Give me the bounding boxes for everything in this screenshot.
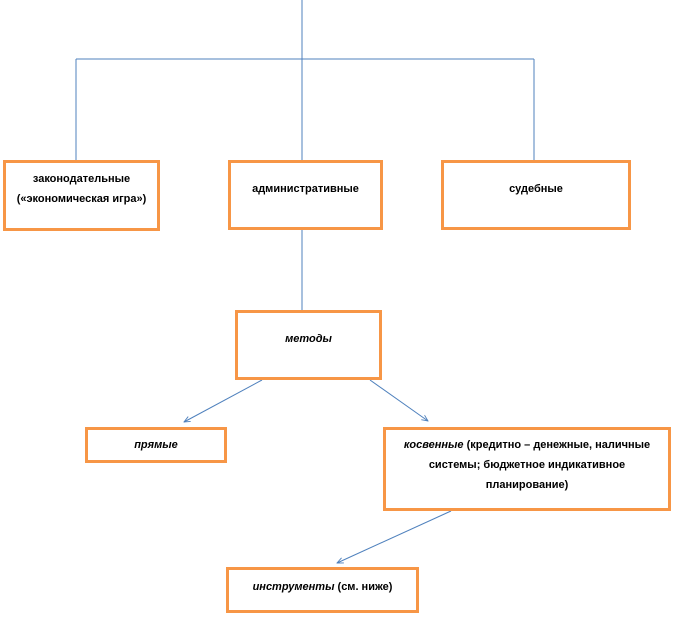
arrow-methods-to-direct xyxy=(184,379,263,422)
indirect-methods-box: косвенные (кредитно – денежные, наличные… xyxy=(383,427,671,511)
direct-methods-label: прямые xyxy=(134,439,178,451)
legislative-box: законодательные («экономическая игра») xyxy=(3,160,160,231)
instruments-box: инструменты (см. ниже) xyxy=(226,567,419,613)
direct-methods-box: прямые xyxy=(85,427,227,463)
indirect-methods-text: косвенные (кредитно – денежные, наличные… xyxy=(398,435,656,495)
administrative-box: административные xyxy=(228,160,383,230)
instruments-note: (см. ниже) xyxy=(334,581,393,593)
arrow-methods-to-indirect xyxy=(369,379,428,421)
judicial-label: судебные xyxy=(509,183,563,195)
instruments-label: инструменты xyxy=(252,581,335,593)
judicial-box: судебные xyxy=(441,160,631,230)
instruments-text: инструменты (см. ниже) xyxy=(229,577,416,597)
indirect-methods-label: косвенные xyxy=(403,439,464,451)
indirect-methods-details: (кредитно – денежные, наличные системы; … xyxy=(428,439,651,491)
legislative-label: законодательные («экономическая игра») xyxy=(16,173,147,205)
administrative-label: административные xyxy=(252,183,359,195)
arrow-indirect-to-instruments xyxy=(337,510,452,563)
methods-label: методы xyxy=(285,333,332,345)
methods-box: методы xyxy=(235,310,382,380)
